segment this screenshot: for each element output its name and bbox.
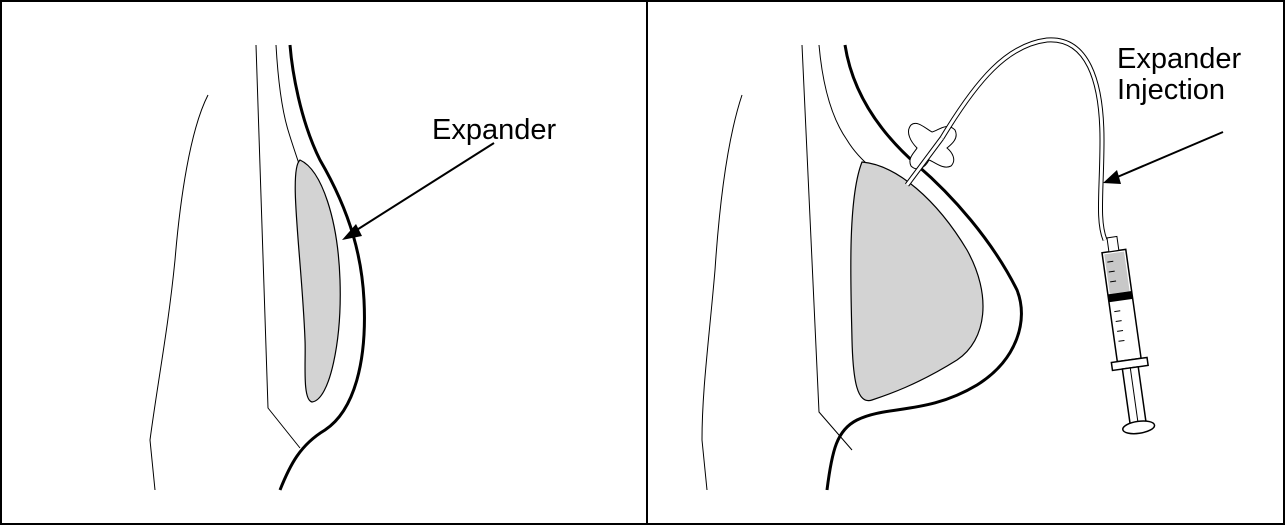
- back-outline: [150, 95, 208, 490]
- injection-tube: [942, 40, 1105, 240]
- panel-after-injection: Expander Injection: [647, 0, 1285, 525]
- arrow-icon: [1103, 170, 1121, 184]
- expander-implant: [851, 162, 983, 401]
- syringe-icon: [1094, 235, 1157, 436]
- expander-injection-label-line2: Injection: [1117, 74, 1225, 106]
- back-outline: [702, 95, 742, 490]
- chest-wall-line: [802, 45, 852, 450]
- injection-port-icon: [907, 123, 956, 185]
- chest-wall-line: [256, 45, 300, 448]
- expander-injection-label-line1: Expander: [1117, 43, 1241, 75]
- anatomy-side-view-left: [0, 0, 647, 525]
- arrow-icon: [342, 224, 362, 240]
- panel-before-expansion: Expander: [0, 0, 647, 525]
- expander-implant: [295, 160, 340, 402]
- expander-label: Expander: [432, 114, 556, 146]
